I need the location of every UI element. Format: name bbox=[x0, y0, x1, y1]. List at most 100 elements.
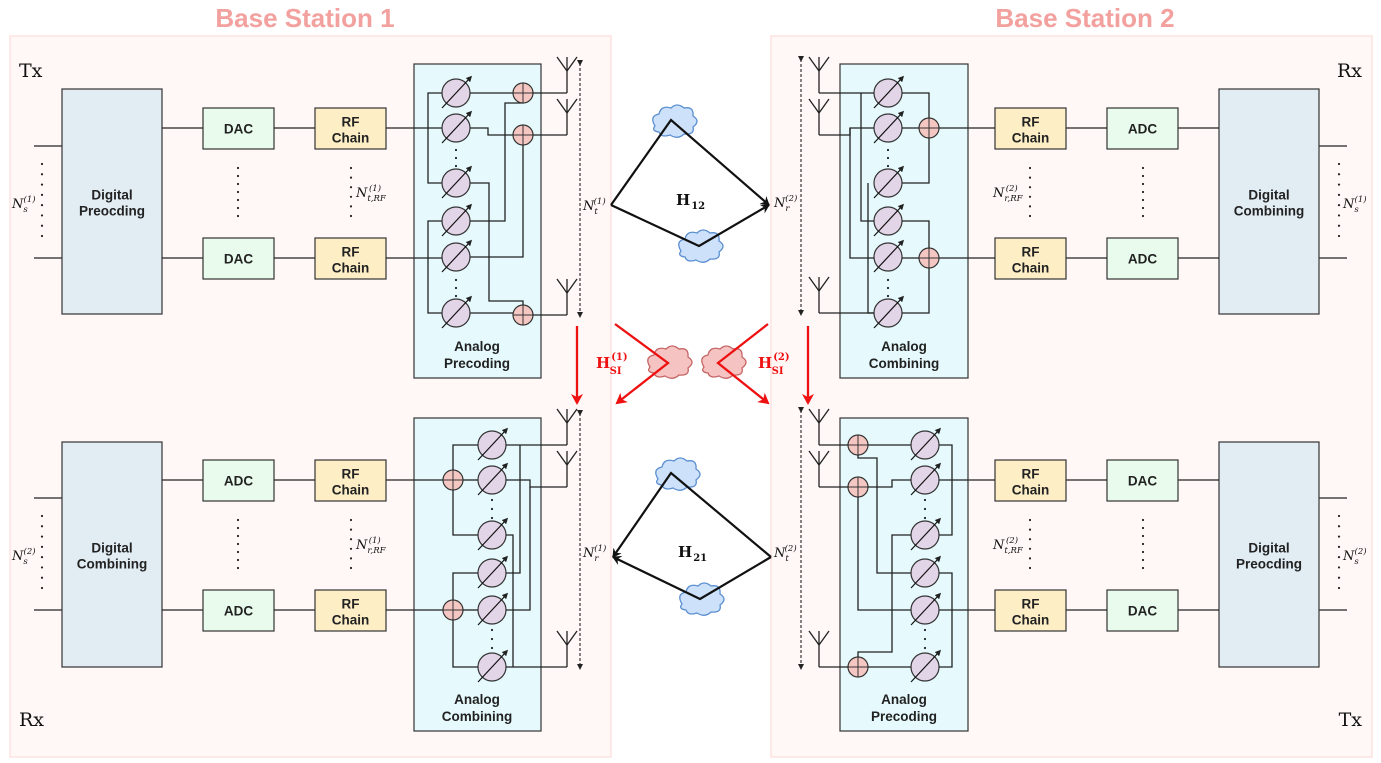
dot bbox=[40, 204, 44, 207]
phase-shifter-icon bbox=[873, 239, 905, 273]
wire bbox=[506, 534, 514, 667]
dot bbox=[1141, 534, 1145, 538]
bs2-bottom-converter-1-rect bbox=[1106, 459, 1179, 502]
bs2-bottom-converter-2: DAC bbox=[1106, 589, 1179, 632]
dot bbox=[1337, 514, 1341, 518]
wire bbox=[506, 445, 521, 574]
bs1-bottom-converter-2: ADC bbox=[202, 589, 275, 632]
vertical-dots bbox=[886, 278, 890, 298]
bs1-bottom-antenna-label-sub: r bbox=[594, 554, 599, 564]
dot bbox=[236, 214, 240, 218]
phase-shifter-arrow bbox=[477, 649, 509, 683]
dot bbox=[1141, 182, 1145, 186]
phase-shifter-arrow bbox=[873, 110, 905, 144]
base-station-2-title: Base Station 2 bbox=[995, 3, 1174, 33]
channel-symbol: H21 bbox=[678, 543, 707, 564]
phase-shifter-icon bbox=[477, 427, 509, 461]
adder-icon bbox=[442, 469, 464, 491]
bs2-top-rf-chain-1-label-line1: RF bbox=[1022, 115, 1040, 130]
bs2-top-antenna-label-sup: (2) bbox=[785, 193, 797, 204]
dot bbox=[1141, 566, 1145, 570]
dot bbox=[40, 173, 44, 176]
bs1-top-antenna-label-sup: (1) bbox=[594, 196, 606, 207]
dot bbox=[349, 538, 353, 541]
channel-h12-path-upper bbox=[610, 118, 770, 206]
phase-shifter-icon bbox=[873, 165, 905, 199]
channel-si2-cloud-shape bbox=[701, 345, 747, 379]
dot bbox=[40, 525, 44, 528]
bs2-top-converter-1-label: ADC bbox=[1128, 122, 1157, 137]
channel-si1-path bbox=[614, 323, 670, 405]
analog-block-label-line2: Precoding bbox=[444, 356, 510, 371]
vertical-dots bbox=[490, 498, 494, 520]
dot bbox=[1141, 518, 1145, 522]
bs1-bottom-rf-chain-1-label-line2: Chain bbox=[332, 483, 370, 498]
analog-block-label-line1: Analog bbox=[881, 339, 927, 354]
antenna-icon bbox=[556, 450, 578, 487]
phase-shifter-arrow bbox=[873, 75, 905, 109]
dot bbox=[236, 174, 240, 178]
dot bbox=[1028, 205, 1032, 208]
dot bbox=[349, 205, 353, 208]
bs2-bottom-rf-count-label-text: Nt,RF(2) bbox=[992, 535, 1024, 556]
dot bbox=[349, 547, 353, 550]
phase-shifter-arrow bbox=[441, 110, 473, 144]
analog-block-rect bbox=[839, 417, 969, 732]
dot bbox=[40, 586, 44, 590]
analog-block-label-line2: Precoding bbox=[871, 709, 937, 724]
dot bbox=[1337, 576, 1341, 579]
bs2-top-mode-label: Rx bbox=[1337, 60, 1362, 82]
channel-subscript: 21 bbox=[693, 553, 707, 564]
phase-shifter-arrow bbox=[910, 427, 942, 461]
vertical-dots bbox=[454, 278, 458, 298]
dot bbox=[886, 286, 890, 290]
dot bbox=[1337, 183, 1341, 186]
dot bbox=[236, 182, 240, 186]
phase-shifter-icon bbox=[441, 110, 473, 144]
phase-shifter-arrow bbox=[477, 427, 509, 461]
bs2-bottom-streams-label-sup: (2) bbox=[1355, 546, 1367, 557]
dot bbox=[1028, 176, 1032, 179]
wire bbox=[506, 479, 567, 488]
analog-block-label-line1: Analog bbox=[454, 339, 500, 354]
dot bbox=[1337, 193, 1341, 196]
phase-shifter-arrow bbox=[910, 517, 942, 551]
adder-icon bbox=[918, 247, 940, 269]
dot bbox=[40, 566, 44, 569]
dot bbox=[1141, 190, 1145, 194]
dot bbox=[490, 507, 494, 511]
vertical-dots bbox=[349, 518, 353, 570]
phase-shifter-arrow bbox=[873, 239, 905, 273]
vertical-dots bbox=[923, 498, 927, 520]
wire bbox=[470, 182, 524, 305]
bs2-top-converter-2-label: ADC bbox=[1128, 252, 1157, 267]
vertical-dots bbox=[454, 148, 458, 168]
adder-icon bbox=[847, 656, 869, 678]
adder-icon bbox=[847, 434, 869, 456]
phase-shifter-icon bbox=[910, 462, 942, 496]
adder-icon bbox=[512, 124, 534, 146]
bs1-bottom-converter-2-rect bbox=[202, 589, 275, 632]
dot bbox=[923, 646, 927, 650]
dot bbox=[1337, 224, 1341, 227]
dot bbox=[40, 183, 44, 186]
bs2-bottom-chain: Ns(2)DigitalPreocdingDACRFChainDACRFChai… bbox=[773, 407, 1367, 732]
bs1-bottom-rf-count-label: Nr,RF(1) bbox=[355, 535, 387, 556]
bs2-top-rf-count-label-sup: (2) bbox=[1006, 183, 1018, 194]
wire bbox=[427, 258, 442, 314]
wire bbox=[857, 455, 911, 574]
wire bbox=[470, 145, 524, 258]
phase-shifter-arrow bbox=[441, 165, 473, 199]
dot bbox=[40, 545, 44, 548]
dot bbox=[1141, 214, 1145, 218]
bs2-top-rf-chain-2-label-line1: RF bbox=[1022, 245, 1040, 260]
antenna-icon bbox=[808, 408, 830, 445]
channel-symbol: H12 bbox=[676, 191, 705, 212]
bs2-top-rf-count-label: Nr,RF(2) bbox=[992, 183, 1024, 204]
